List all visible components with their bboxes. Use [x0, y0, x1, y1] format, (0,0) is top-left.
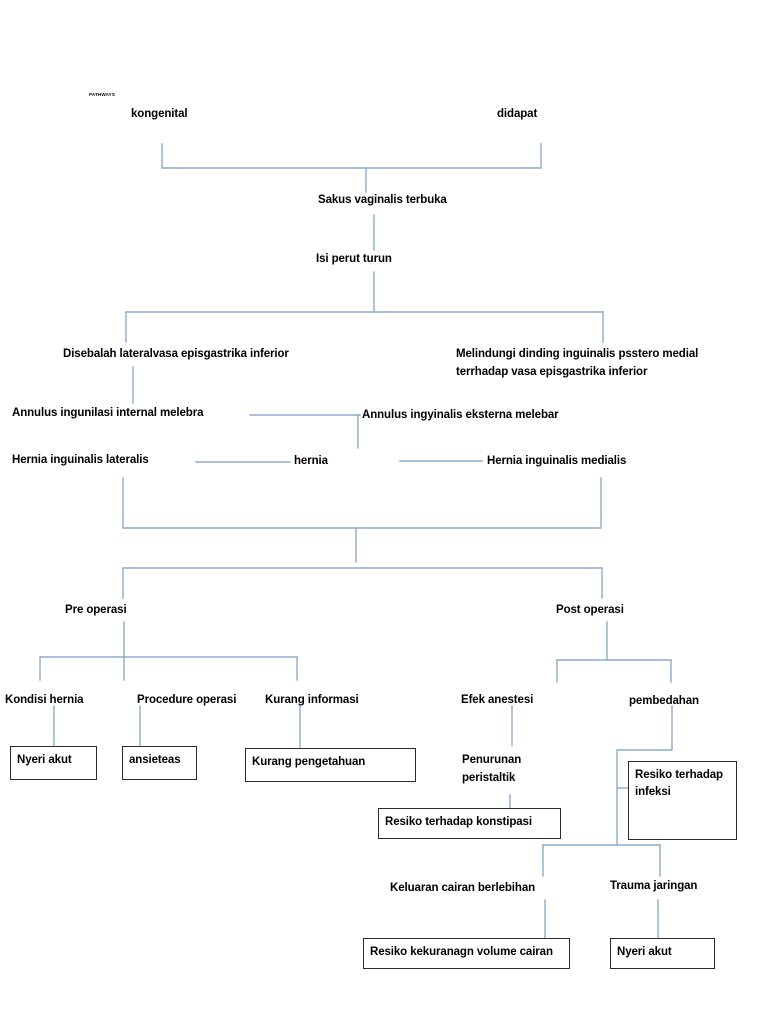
- pathways-label: PATHWAYS: [89, 92, 116, 97]
- box-resiko-terhadap-konstipasi: Resiko terhadap konstipasi: [378, 808, 561, 839]
- node-hernia-inguinalis-medialis: Hernia inguinalis medialis: [487, 455, 627, 467]
- node-pre-operasi: Pre operasi: [65, 604, 127, 616]
- node-disebalah-lateralvasa: Disebalah lateralvasa episgastrika infer…: [63, 348, 289, 360]
- node-hernia-inguinalis-lateralis: Hernia inguinalis lateralis: [12, 454, 149, 466]
- box-nyeri-akut-post: Nyeri akut: [610, 938, 715, 969]
- node-didapat: didapat: [497, 108, 538, 120]
- node-annulus-eksterna: Annulus ingyinalis eksterna melebar: [362, 409, 559, 421]
- box-resiko-terhadap-infeksi: Resiko terhadap infeksi: [628, 761, 737, 840]
- box-nyeri-akut-pre: Nyeri akut: [10, 746, 97, 780]
- box-kurang-pengetahuan: Kurang pengetahuan: [245, 748, 416, 782]
- node-procedure-operasi: Procedure operasi: [137, 694, 237, 706]
- node-penurunan-peristaltik: Penurunan peristaltik: [462, 754, 522, 784]
- node-kurang-informasi: Kurang informasi: [265, 694, 359, 706]
- node-pembedahan: pembedahan: [629, 695, 699, 707]
- node-post-operasi: Post operasi: [556, 604, 624, 616]
- node-melindungi-dinding: Melindungi dinding inguinalis psstero me…: [456, 348, 699, 378]
- node-keluaran-cairan-berlebihan: Keluaran cairan berlebihan: [390, 882, 536, 894]
- box-ansieteas: ansieteas: [122, 746, 197, 780]
- node-trauma-jaringan: Trauma jaringan: [610, 880, 698, 892]
- node-sakus-vaginalis-terbuka: Sakus vaginalis terbuka: [318, 194, 447, 206]
- edge-hernia-merge: [122, 477, 602, 529]
- node-annulus-internal: Annulus ingunilasi internal melebra: [12, 407, 204, 419]
- node-kongenital: kongenital: [131, 108, 188, 120]
- edge-top-merge: [161, 143, 542, 169]
- node-efek-anestesi: Efek anestesi: [461, 694, 534, 706]
- node-hernia: hernia: [294, 455, 328, 467]
- node-kondisi-hernia: Kondisi hernia: [5, 694, 84, 706]
- box-resiko-kekuranagn-volume-cairan: Resiko kekuranagn volume cairan: [363, 938, 570, 969]
- node-isi-perut-turun: Isi perut turun: [316, 253, 392, 265]
